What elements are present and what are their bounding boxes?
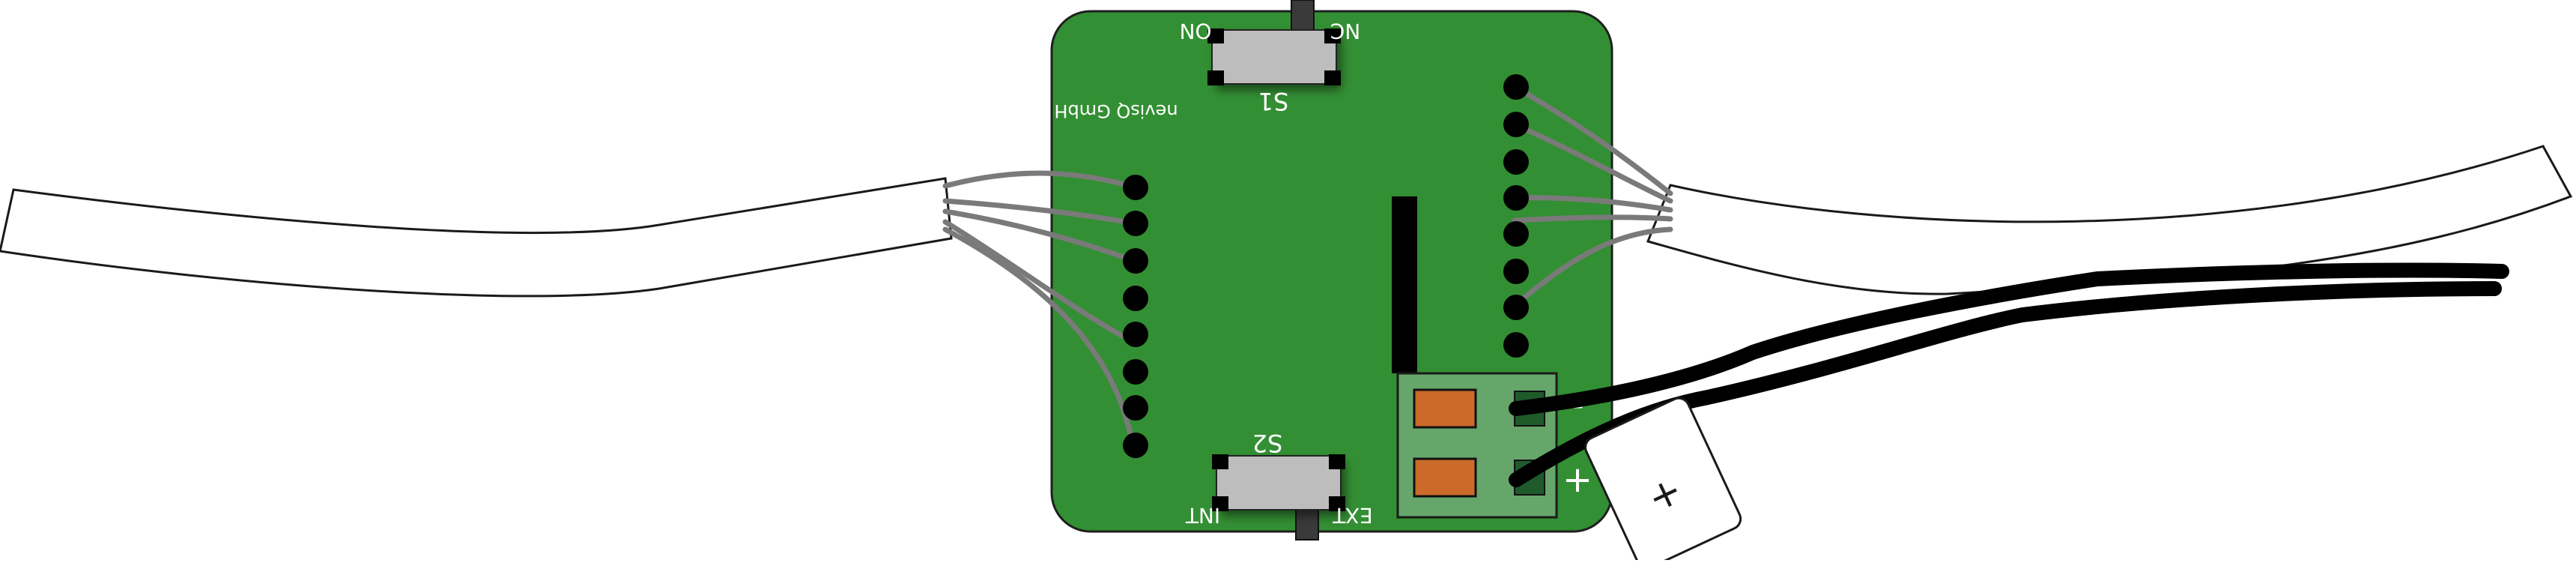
- switch-s1-tab-tr: [1324, 28, 1341, 43]
- switch-s1-tab-br: [1324, 70, 1341, 85]
- left-pad-5: [1123, 322, 1148, 347]
- terminal-plus-sign: +: [1563, 459, 1592, 501]
- switch-s2-lever[interactable]: [1295, 506, 1319, 541]
- terminal-pad-bottom: [1413, 457, 1477, 498]
- switch-s2[interactable]: [1212, 454, 1345, 541]
- right-wire-3: [1512, 195, 1673, 213]
- right-wire-5: [1512, 226, 1673, 309]
- left-wire-4: [942, 219, 1125, 339]
- left-pad-6: [1123, 359, 1148, 385]
- right-wire-1: [1512, 84, 1673, 196]
- switch-s2-left-label: INT: [1185, 503, 1220, 528]
- right-grey-wires: [1512, 84, 1673, 309]
- left-pad-column: [1123, 175, 1148, 458]
- battery: +: [1584, 397, 1742, 563]
- right-pad-3: [1503, 149, 1529, 175]
- switch-s2-tab-br: [1329, 496, 1345, 511]
- switch-s2-tab-tl: [1212, 454, 1228, 469]
- battery-body: [1584, 397, 1742, 563]
- switch-s2-body[interactable]: [1216, 455, 1342, 511]
- right-pad-7: [1503, 295, 1529, 320]
- switch-s2-right-label: EXT: [1332, 503, 1372, 528]
- right-cable-body: [1646, 145, 2573, 295]
- left-cable-body: [0, 177, 953, 298]
- left-pad-4: [1123, 286, 1148, 311]
- left-pad-1: [1123, 175, 1148, 200]
- left-wire-2: [942, 198, 1139, 226]
- right-wire-4: [1512, 214, 1673, 223]
- right-pad-column: [1503, 74, 1529, 358]
- switch-s1-label: S1: [1258, 87, 1289, 115]
- power-wire-negative: [1509, 262, 2509, 416]
- right-wire-2: [1512, 121, 1673, 204]
- switch-s2-tab-bl: [1212, 496, 1228, 511]
- right-pad-6: [1503, 259, 1529, 284]
- switch-s1-body[interactable]: [1211, 29, 1337, 85]
- left-pad-8: [1123, 433, 1148, 458]
- switch-s2-label: S2: [1252, 429, 1283, 457]
- left-wire-1: [942, 170, 1139, 190]
- switch-s1-left-label: ON: [1180, 19, 1212, 43]
- terminal-pad-top: [1413, 388, 1477, 429]
- switch-s1-lever[interactable]: [1291, 0, 1315, 32]
- left-pad-7: [1123, 395, 1148, 421]
- black-connector-strip: [1392, 196, 1417, 373]
- left-pad-3: [1123, 248, 1148, 274]
- maker-label: nevisQ GmbH: [1054, 100, 1178, 121]
- switch-s1-tab-tl: [1207, 28, 1224, 43]
- right-pad-1: [1503, 74, 1529, 100]
- switch-s2-tab-tr: [1329, 454, 1345, 469]
- right-pad-8: [1503, 332, 1529, 358]
- left-wire-3: [942, 208, 1131, 262]
- switch-s1[interactable]: [1207, 0, 1341, 85]
- right-pad-2: [1503, 112, 1529, 137]
- right-pad-5: [1503, 221, 1529, 247]
- left-pad-2: [1123, 211, 1148, 236]
- switch-s1-tab-bl: [1207, 70, 1224, 85]
- right-pad-4: [1503, 185, 1529, 211]
- switch-s1-right-label: NC: [1330, 19, 1361, 43]
